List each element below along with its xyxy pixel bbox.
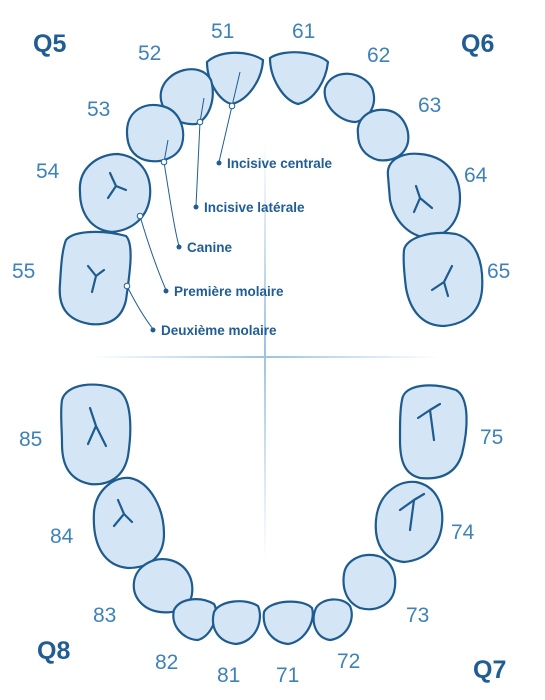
tooth-number-61: 61 bbox=[292, 20, 315, 43]
tooth-number-52: 52 bbox=[138, 42, 161, 65]
tooth-number-71: 71 bbox=[276, 664, 299, 687]
label-first-molar: Première molaire bbox=[174, 284, 284, 299]
tooth-number-82: 82 bbox=[155, 651, 178, 674]
leader-second-molar bbox=[123, 282, 156, 333]
tooth-84[interactable] bbox=[92, 476, 166, 570]
quadrant-label-q6: Q6 bbox=[461, 30, 494, 58]
quadrant-label-q8: Q8 bbox=[37, 637, 70, 665]
tooth-75[interactable] bbox=[398, 384, 468, 480]
tooth-53[interactable] bbox=[125, 103, 185, 163]
tooth-number-75: 75 bbox=[480, 426, 503, 449]
vertical-midline bbox=[264, 140, 266, 560]
tooth-51[interactable] bbox=[205, 51, 265, 106]
tooth-81[interactable] bbox=[211, 600, 262, 646]
tooth-63[interactable] bbox=[356, 108, 410, 162]
tooth-number-54: 54 bbox=[36, 160, 60, 183]
label-second-molar: Deuxième molaire bbox=[161, 323, 277, 338]
tooth-82[interactable] bbox=[172, 598, 218, 642]
quadrant-label-q7: Q7 bbox=[473, 656, 506, 684]
leader-lateral-incisor bbox=[193, 97, 205, 210]
tooth-65[interactable] bbox=[402, 231, 484, 328]
tooth-number-65: 65 bbox=[487, 260, 510, 283]
tooth-73[interactable] bbox=[342, 553, 397, 611]
tooth-number-53: 53 bbox=[87, 98, 110, 121]
tooth-55[interactable] bbox=[58, 230, 132, 326]
tooth-62[interactable] bbox=[323, 72, 376, 124]
tooth-number-63: 63 bbox=[418, 94, 441, 117]
tooth-number-83: 83 bbox=[93, 604, 116, 627]
leader-central-incisor bbox=[216, 71, 241, 166]
tooth-61[interactable] bbox=[268, 51, 330, 106]
tooth-number-74: 74 bbox=[451, 521, 475, 544]
quadrant-label-q5: Q5 bbox=[33, 30, 66, 58]
tooth-number-81: 81 bbox=[217, 664, 240, 687]
tooth-85[interactable] bbox=[60, 383, 132, 486]
tooth-64[interactable] bbox=[386, 152, 462, 240]
label-central-incisor: Incisive centrale bbox=[227, 156, 333, 171]
tooth-83[interactable] bbox=[132, 558, 194, 614]
tooth-72[interactable] bbox=[312, 598, 353, 642]
leader-canine bbox=[160, 139, 182, 250]
tooth-number-84: 84 bbox=[50, 525, 74, 548]
tooth-number-51: 51 bbox=[211, 20, 234, 43]
tooth-number-73: 73 bbox=[406, 604, 429, 627]
tooth-number-62: 62 bbox=[367, 44, 390, 67]
tooth-number-55: 55 bbox=[12, 260, 35, 283]
label-canine: Canine bbox=[187, 240, 233, 255]
label-lateral-incisor: Incisive latérale bbox=[204, 200, 305, 215]
tooth-54[interactable] bbox=[78, 152, 152, 234]
tooth-number-85: 85 bbox=[19, 428, 42, 451]
tooth-number-72: 72 bbox=[337, 650, 360, 673]
tooth-74[interactable] bbox=[374, 480, 444, 564]
leader-first-molar bbox=[136, 212, 169, 294]
tooth-number-64: 64 bbox=[464, 164, 488, 187]
tooth-71[interactable] bbox=[262, 600, 314, 646]
